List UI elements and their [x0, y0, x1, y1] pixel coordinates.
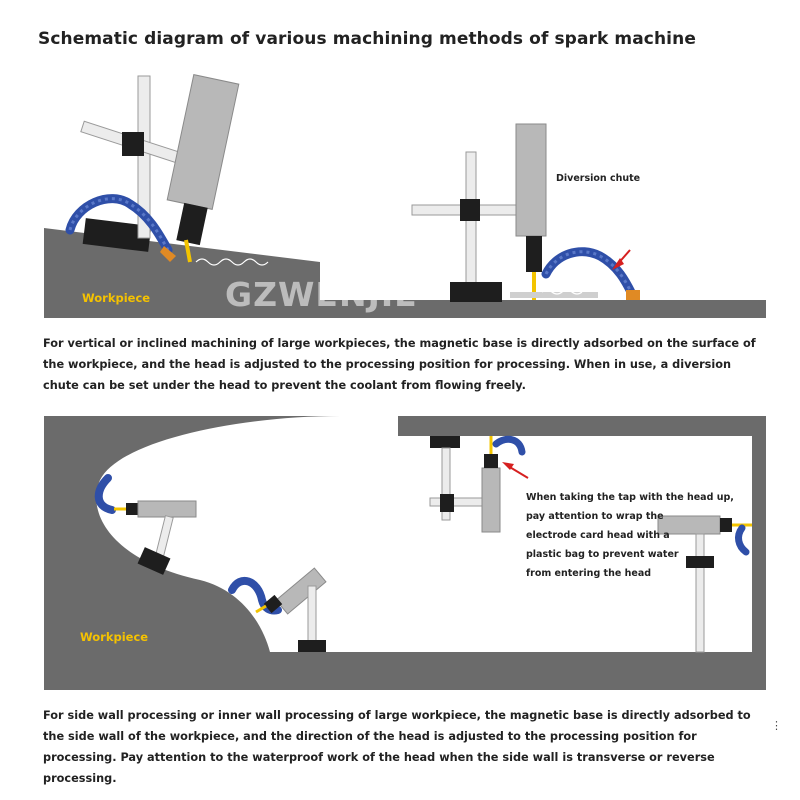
caption-top: For vertical or inclined machining of la… [43, 337, 756, 392]
chuck-bottom-left [126, 503, 138, 515]
head-up-note-line-3: electrode card head with a [526, 530, 670, 541]
coolant-hose-left [65, 194, 173, 255]
rod-inverted-horizontal [429, 497, 491, 507]
electrode-bottom-mid [255, 604, 267, 614]
rod-clamp-right [460, 199, 480, 221]
flat-workpiece [318, 300, 766, 318]
hose-nozzle-left [160, 246, 176, 262]
workpiece-label-top: Workpiece [82, 291, 150, 305]
inclined-workpiece [44, 228, 320, 318]
spark-head-left [166, 74, 240, 210]
coolant-flow-right [541, 289, 583, 295]
caption-bottom: For side wall processing or inner wall p… [43, 709, 751, 785]
vertical-rod-left [137, 75, 151, 239]
rod-clamp-left [122, 132, 144, 156]
electrode-left [184, 239, 192, 263]
pointer-arrow-top-head [612, 258, 624, 270]
magnetic-base-bottom-left [137, 547, 171, 575]
rod-inverted-vertical [441, 447, 451, 521]
chuck-bottom-right [720, 518, 732, 532]
magnetic-base-inverted [430, 436, 460, 448]
magnetic-base-bottom-mid [298, 640, 326, 652]
head-chuck-right [526, 236, 542, 272]
page-title: Schematic diagram of various machining m… [38, 29, 696, 49]
head-up-note: When taking the tap with the head up, pa… [526, 492, 737, 579]
diversion-chute [510, 292, 598, 298]
coolant-hose-right [541, 247, 637, 299]
magnetic-base-right [450, 282, 502, 302]
chuck-inverted [484, 454, 498, 468]
head-up-note-line-5: from entering the head [526, 568, 651, 579]
workpiece-label-bottom: Workpiece [80, 630, 148, 644]
rod-bottom-right [695, 533, 705, 653]
pointer-arrow-bottom-head [502, 462, 514, 470]
more-dots-icon: ⋮ [771, 719, 782, 732]
pointer-arrow-bottom [507, 465, 529, 479]
floor-workpiece [266, 652, 766, 690]
chuck-bottom-mid [263, 594, 283, 614]
curved-workpiece [44, 416, 766, 690]
hose-bottom-left [94, 474, 116, 514]
head-up-note-line-1: When taking the tap with the head up, [526, 492, 734, 503]
rod-bottom-mid [307, 585, 317, 645]
head-up-note-line-4: plastic bag to prevent water [526, 549, 679, 560]
hose-segments-right [544, 250, 634, 295]
top-panel: Workpiece Diversion chute GZWENJIE [44, 74, 766, 318]
clamp-inverted [440, 494, 454, 512]
hose-nozzle-right [626, 290, 640, 300]
spark-head-bottom-left [137, 500, 197, 518]
magnetic-base-bottom-right [686, 556, 714, 568]
hose-inverted [492, 435, 526, 456]
head-chuck-left [176, 202, 208, 246]
head-up-note-line-2: pay attention to wrap the [526, 511, 664, 522]
watermark-top: GZWENJIE [225, 275, 418, 314]
magnetic-base-left [82, 218, 152, 252]
diversion-chute-label: Diversion chute [556, 173, 640, 184]
hose-bottom-right [735, 524, 750, 556]
coolant-flow-left [195, 258, 269, 266]
spark-head-inverted [481, 467, 501, 533]
spark-head-right [515, 123, 547, 237]
watermark-bottom: GZRUOMU [400, 609, 598, 648]
spark-head-bottom-mid [275, 567, 327, 615]
bottom-panel: Workpiece When taking the tap with the h… [44, 416, 766, 690]
